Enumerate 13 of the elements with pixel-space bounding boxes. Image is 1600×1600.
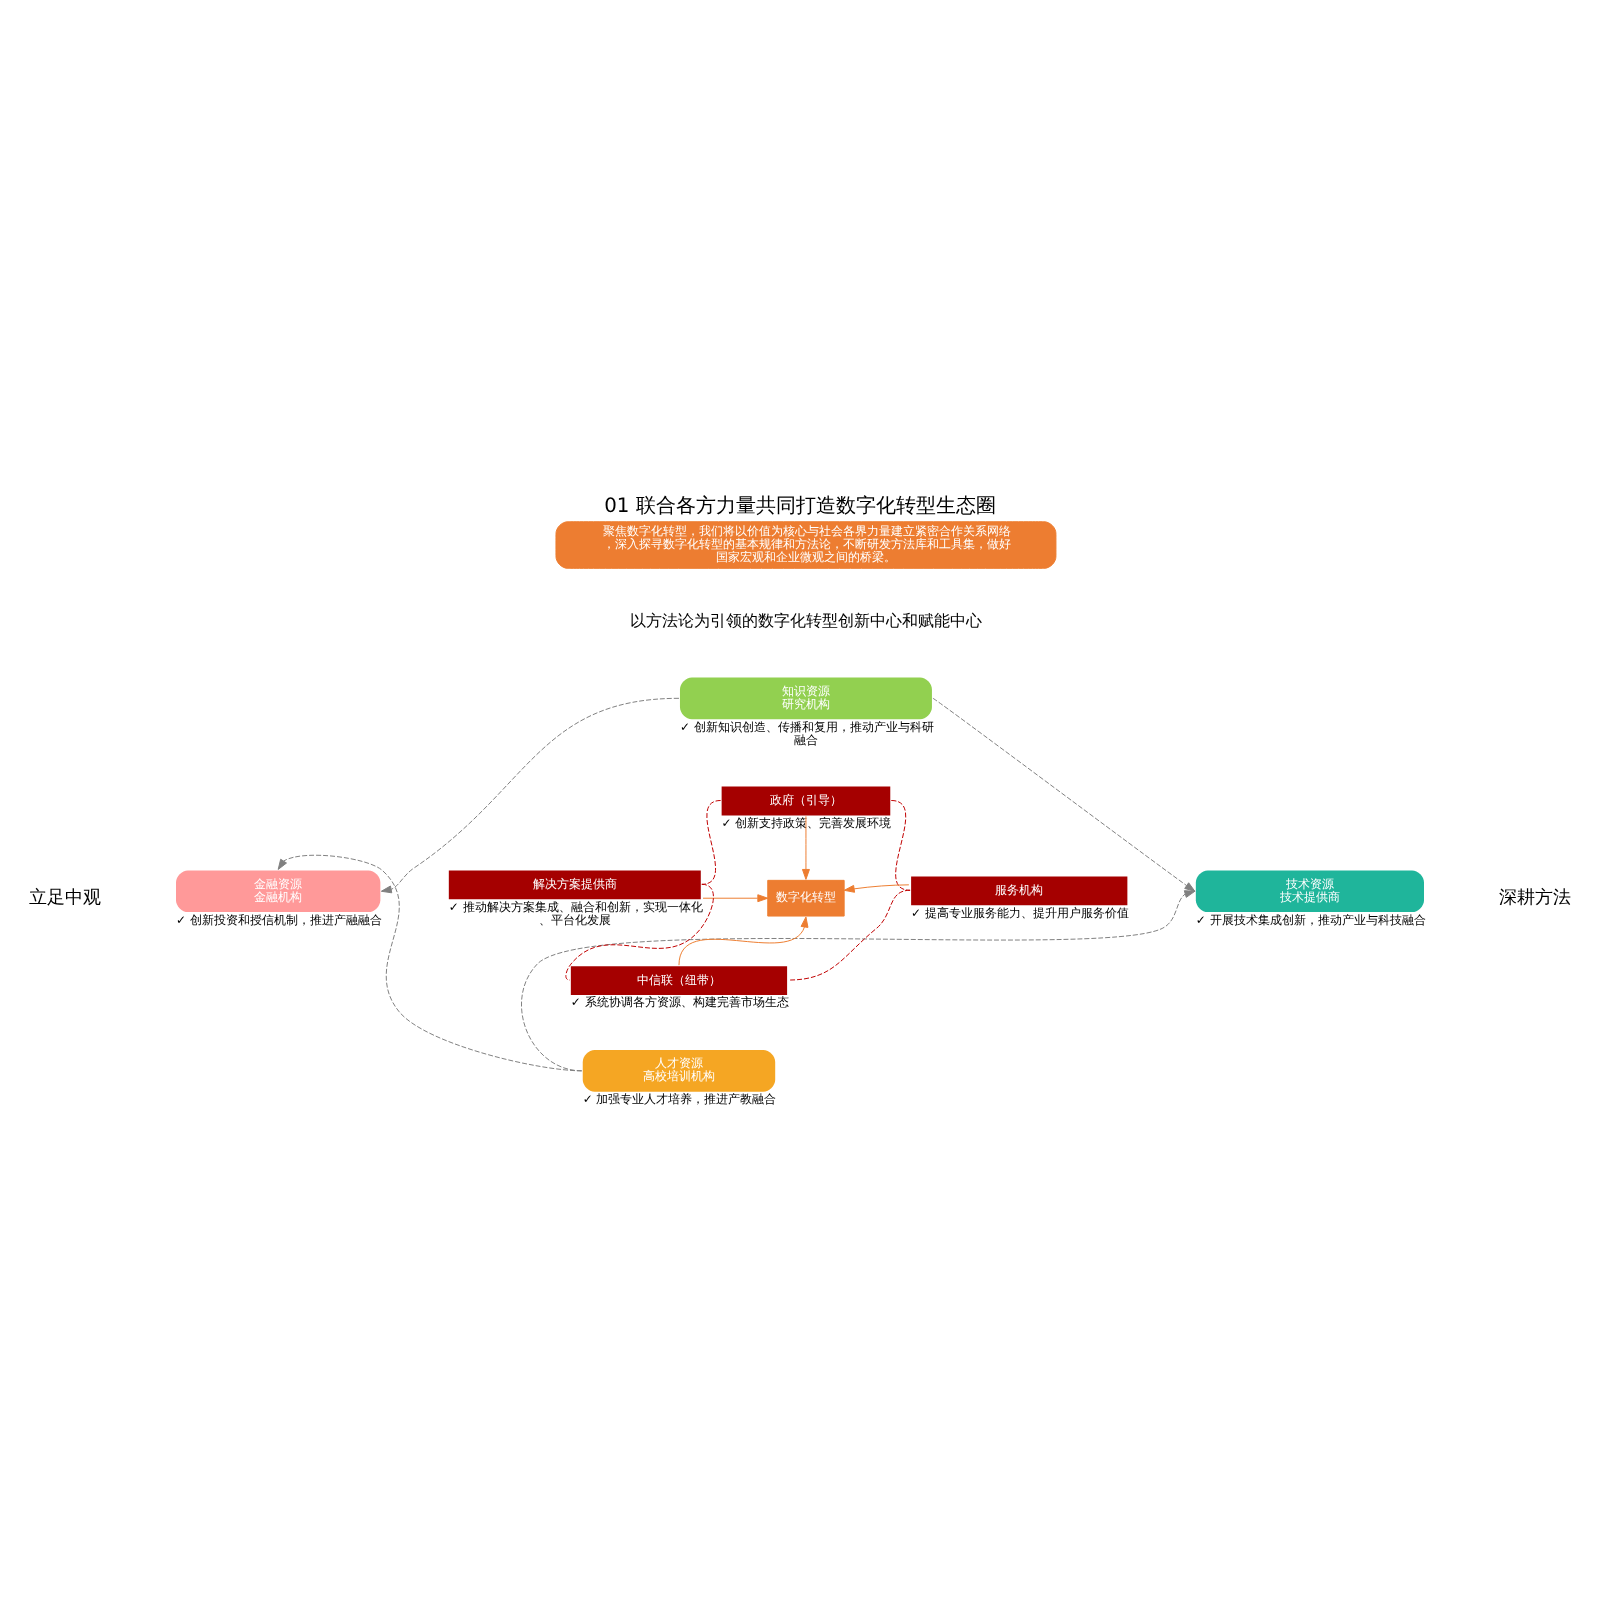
arrow — [802, 815, 810, 880]
label: 深耕方法 — [1499, 888, 1572, 909]
connector — [890, 800, 911, 891]
diagram-title: 01 联合各方力量共同打造数字化转型生态圈 — [604, 495, 996, 518]
arrow — [380, 697, 680, 894]
connector — [787, 889, 911, 981]
arrow — [702, 894, 769, 903]
arrow — [678, 916, 809, 966]
arrow — [932, 697, 1196, 892]
arrow — [843, 884, 910, 893]
connector — [565, 883, 714, 981]
arrow — [521, 890, 1196, 1072]
label: 立足中观 — [28, 888, 101, 909]
